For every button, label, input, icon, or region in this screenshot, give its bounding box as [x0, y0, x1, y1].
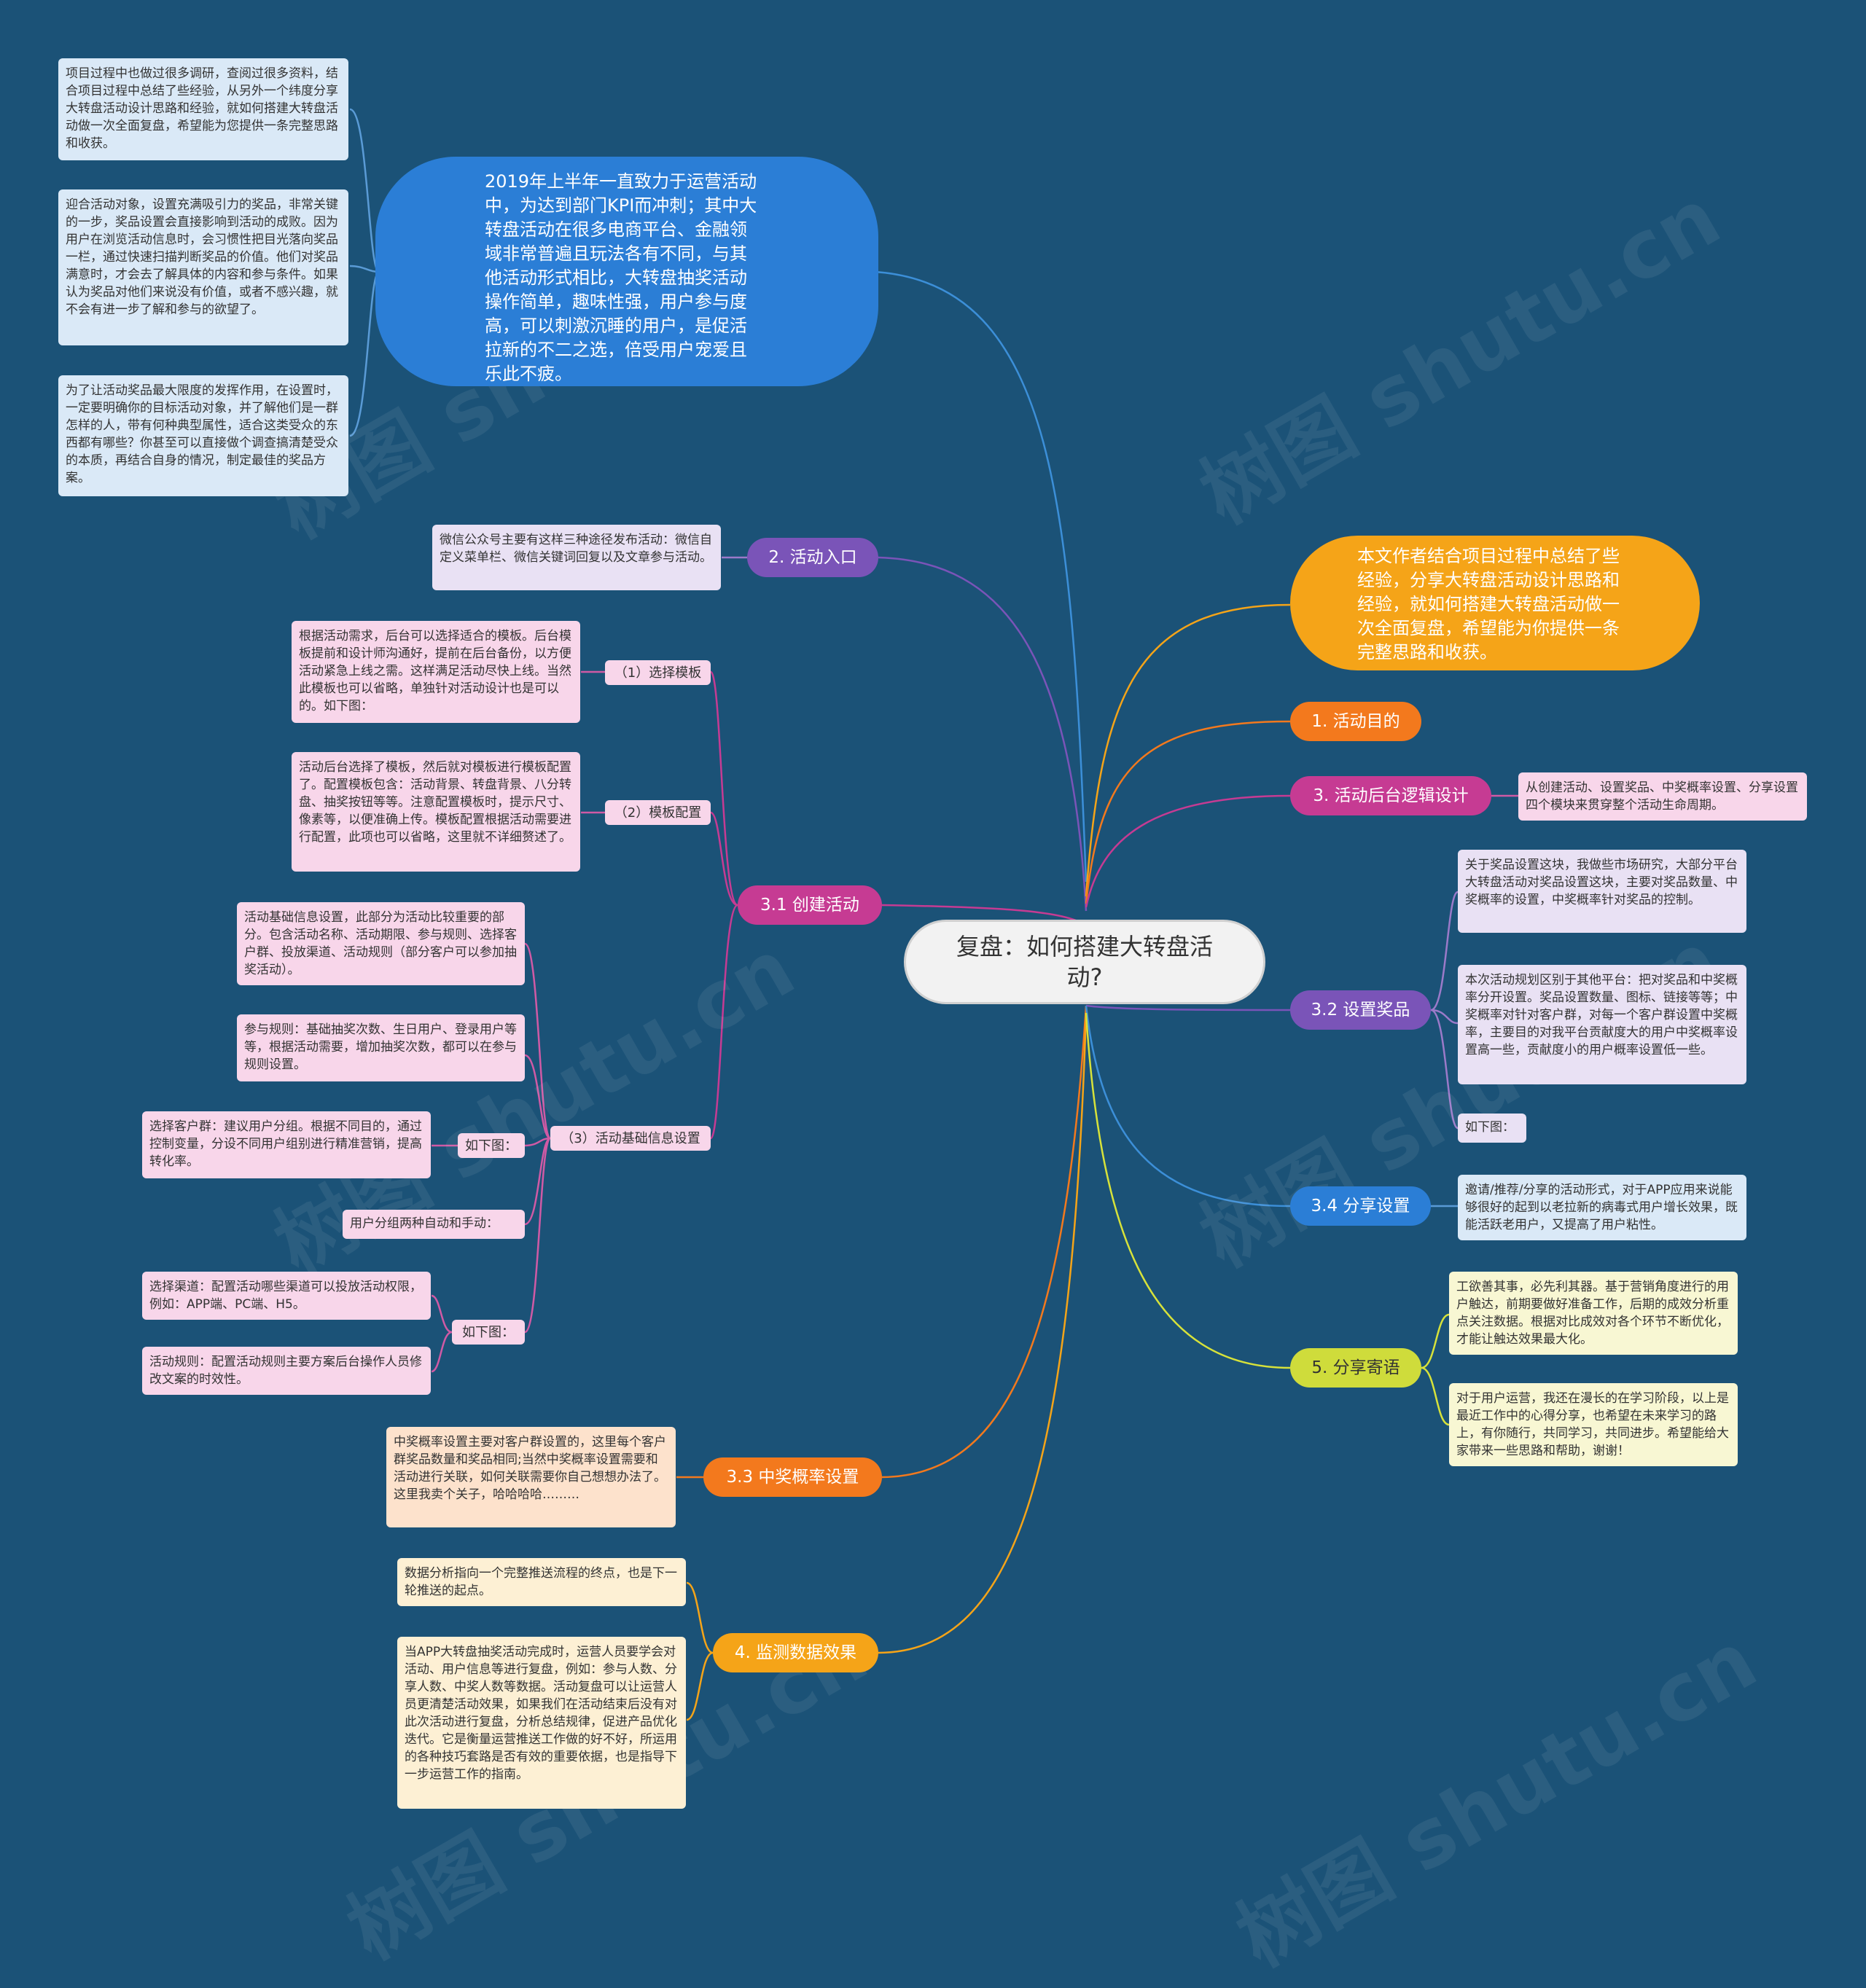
link-center-purpose	[1085, 720, 1291, 904]
basic-info-see-figure-2-label: 如下图：	[462, 1325, 515, 1340]
link-prize-notes	[1430, 891, 1459, 1130]
closing-note-2: 对于用户运营，我还在漫长的在学习阶段，以上是最近工作中的心得分享，也希望在未来学…	[1449, 1383, 1738, 1466]
basic-info-see-figure-2[interactable]: 如下图：	[452, 1320, 525, 1345]
basic-info-see-figure-1[interactable]: 如下图：	[458, 1133, 525, 1158]
central-topic[interactable]: 复盘：如何搭建大转盘活动?	[904, 920, 1265, 1004]
template-config-note: 活动后台选择了模板，然后就对模板进行模板配置了。配置模板包含：活动背景、转盘背景…	[292, 752, 580, 872]
summary-bubble[interactable]: 本文作者结合项目过程中总结了些经验，分享大转盘活动设计思路和经验，就如何搭建大转…	[1290, 536, 1700, 670]
channel-note: 选择渠道：配置活动哪些渠道可以投放活动权限，例如：APP端、PC端、H5。	[142, 1272, 431, 1320]
branch-create-label: 3.1 创建活动	[760, 896, 859, 915]
summary-bubble-text: 本文作者结合项目过程中总结了些经验，分享大转盘活动设计思路和经验，就如何搭建大转…	[1357, 546, 1620, 662]
link-create-subs	[709, 670, 739, 1140]
link-closing-notes	[1421, 1313, 1450, 1426]
basic-info-note-2: 参与规则：基础抽奖次数、生日用户、登录用户等等，根据活动需要，增加抽奖次数，都可…	[237, 1014, 525, 1081]
link-center-prize	[1085, 1004, 1291, 1011]
intro-bubble-text: 2019年上半年一直致力于运营活动中，为达到部门KPI而冲刺；其中大转盘活动在很…	[485, 171, 757, 384]
left-note-1: 项目过程中也做过很多调研，查阅过很多资料，结合项目过程中总结了些经验，从另外一个…	[58, 58, 348, 160]
link-center-closing	[1085, 1012, 1291, 1369]
prize-see-figure: 如下图：	[1458, 1114, 1526, 1143]
sub-template-config-label: （2）模板配置	[614, 805, 702, 821]
branch-prize[interactable]: 3.2 设置奖品	[1290, 990, 1431, 1030]
sub-basic-info-label: （3）活动基础信息设置	[561, 1131, 700, 1146]
template-select-note: 根据活动需求，后台可以选择适合的模板。后台模板提前和设计师沟通好，提前在后台备份…	[292, 621, 580, 723]
branch-share-label: 3.4 分享设置	[1311, 1197, 1410, 1216]
rules-note: 活动规则：配置活动规则主要方案后台操作人员修改文案的时效性。	[142, 1347, 431, 1395]
link-monitor-notes	[686, 1581, 714, 1721]
probability-note: 中奖概率设置主要对客户群设置的，这里每个客户群奖品数量和奖品相同;当然中奖概率设…	[386, 1427, 676, 1527]
link-center-share	[1085, 1005, 1291, 1208]
prize-note-1: 关于奖品设置这块，我做些市场研究，大部分平台大转盘活动对奖品设置这块，主要对奖品…	[1458, 850, 1746, 933]
branch-create[interactable]: 3.1 创建活动	[738, 885, 882, 925]
branch-entry[interactable]: 2. 活动入口	[747, 538, 878, 577]
backend-note: 从创建活动、设置奖品、中奖概率设置、分享设置四个模块来贯穿整个活动生命周期。	[1518, 772, 1807, 821]
branch-monitor[interactable]: 4. 监测数据效果	[713, 1633, 878, 1672]
basic-info-note-1: 活动基础信息设置，此部分为活动比较重要的部分。包含活动名称、活动期限、参与规则、…	[237, 902, 525, 985]
customer-group-note: 选择客户群：建议用户分组。根据不同目的，通过控制变量，分设不同用户组别进行精准营…	[142, 1111, 431, 1178]
prize-note-2: 本次活动规划区别于其他平台：把对奖品和中奖概率分开设置。奖品设置数量、图标、链接…	[1458, 965, 1746, 1084]
link-center-entry	[878, 556, 1088, 912]
branch-purpose[interactable]: 1. 活动目的	[1290, 702, 1421, 741]
branch-closing[interactable]: 5. 分享寄语	[1290, 1348, 1421, 1388]
basic-info-see-figure-1-label: 如下图：	[465, 1138, 518, 1154]
link-center-intro	[874, 270, 1088, 883]
branch-prize-label: 3.2 设置奖品	[1311, 1001, 1410, 1020]
branch-share[interactable]: 3.4 分享设置	[1290, 1186, 1431, 1226]
link-center-probability	[881, 1005, 1088, 1479]
branch-entry-label: 2. 活动入口	[768, 548, 857, 567]
link-basic-children	[524, 942, 552, 1334]
closing-note-1: 工欲善其事，必先利其器。基于营销角度进行的用户触达，前期要做好准备工作，后期的成…	[1449, 1272, 1738, 1355]
link-center-monitor	[878, 1012, 1088, 1654]
branch-backend-label: 3. 活动后台逻辑设计	[1313, 786, 1469, 805]
entry-note: 微信公众号主要有这样三种途径发布活动：微信自定义菜单栏、微信关键词回复以及文章参…	[432, 525, 721, 590]
link-sub-notes	[581, 670, 605, 814]
link-center-backend	[1085, 794, 1291, 908]
grouping-note: 用户分组两种自动和手动：	[343, 1210, 525, 1239]
link-fig2-notes	[431, 1294, 453, 1373]
branch-backend[interactable]: 3. 活动后台逻辑设计	[1290, 776, 1491, 815]
link-intro-notes	[349, 108, 380, 437]
left-note-3: 为了让活动奖品最大限度的发挥作用，在设置时，一定要明确你的目标活动对象，并了解他…	[58, 375, 348, 496]
sub-basic-info[interactable]: （3）活动基础信息设置	[550, 1126, 711, 1151]
monitor-note-2: 当APP大转盘抽奖活动完成时，运营人员要学会对活动、用户信息等进行复盘，例如：参…	[397, 1637, 686, 1809]
central-topic-label: 复盘：如何搭建大转盘活动?	[956, 933, 1213, 991]
share-note: 邀请/推荐/分享的活动形式，对于APP应用来说能够很好的起到以老拉新的病毒式用户…	[1458, 1175, 1746, 1240]
connector-lines	[349, 108, 1518, 1721]
intro-bubble[interactable]: 2019年上半年一直致力于运营活动中，为达到部门KPI而冲刺；其中大转盘活动在很…	[375, 157, 878, 386]
branch-monitor-label: 4. 监测数据效果	[734, 1643, 857, 1662]
branch-probability[interactable]: 3.3 中奖概率设置	[703, 1457, 882, 1497]
monitor-note-1: 数据分析指向一个完整推送流程的终点，也是下一轮推送的起点。	[397, 1558, 686, 1606]
sub-template-config[interactable]: （2）模板配置	[605, 800, 711, 825]
sub-template-select-label: （1）选择模板	[614, 665, 702, 681]
left-note-2: 迎合活动对象，设置充满吸引力的奖品，非常关键的一步，奖品设置会直接影响到活动的成…	[58, 189, 348, 345]
link-center-summary	[1085, 603, 1291, 897]
branch-probability-label: 3.3 中奖概率设置	[726, 1468, 859, 1487]
branch-closing-label: 5. 分享寄语	[1311, 1358, 1400, 1377]
branch-purpose-label: 1. 活动目的	[1311, 712, 1400, 731]
sub-template-select[interactable]: （1）选择模板	[605, 660, 711, 685]
